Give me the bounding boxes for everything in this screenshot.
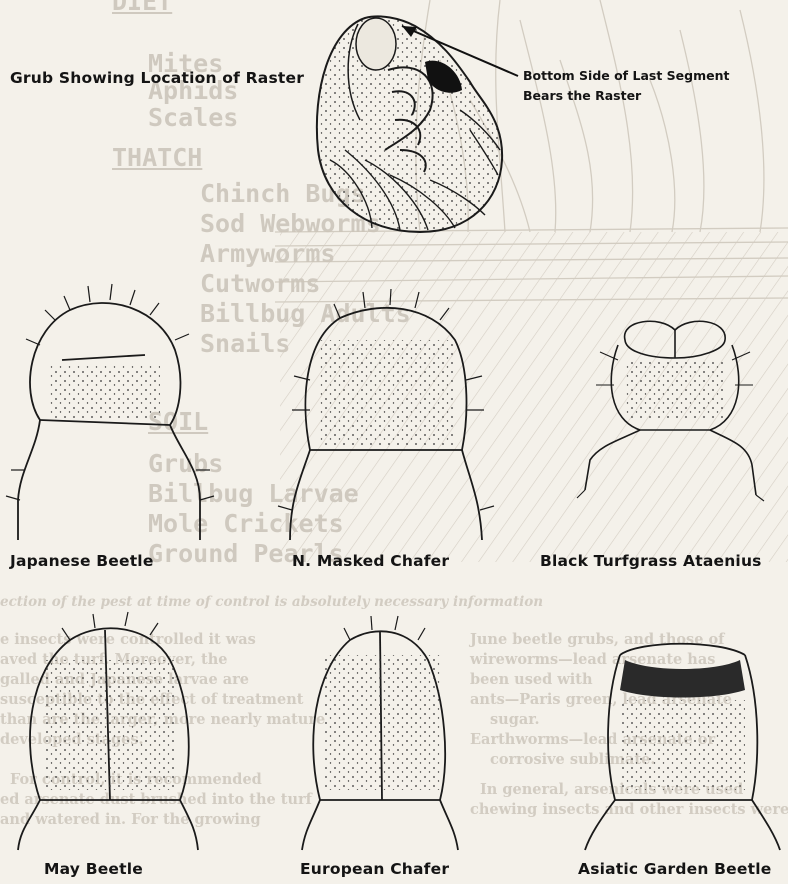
raster-japanese-beetle xyxy=(6,284,214,540)
specimen-label-n-masked-chafer: N. Masked Chafer xyxy=(292,552,449,570)
specimen-label-may-beetle: May Beetle xyxy=(44,860,143,878)
raster-note-line1: Bottom Side of Last Segment xyxy=(523,66,729,86)
raster-note-line2: Bears the Raster xyxy=(523,86,641,106)
specimen-label-asiatic-garden-beetle: Asiatic Garden Beetle xyxy=(578,860,771,878)
grub-caption: Grub Showing Location of Raster xyxy=(10,69,304,87)
specimen-label-black-turfgrass-ataenius: Black Turfgrass Ataenius xyxy=(540,552,762,570)
specimen-label-japanese-beetle: Japanese Beetle xyxy=(10,552,154,570)
raster-european-chafer xyxy=(302,616,458,850)
grub-illustration xyxy=(317,16,518,232)
raster-may-beetle xyxy=(18,612,198,850)
raster-asiatic-garden-beetle xyxy=(585,644,780,850)
specimen-label-european-chafer: European Chafer xyxy=(300,860,449,878)
